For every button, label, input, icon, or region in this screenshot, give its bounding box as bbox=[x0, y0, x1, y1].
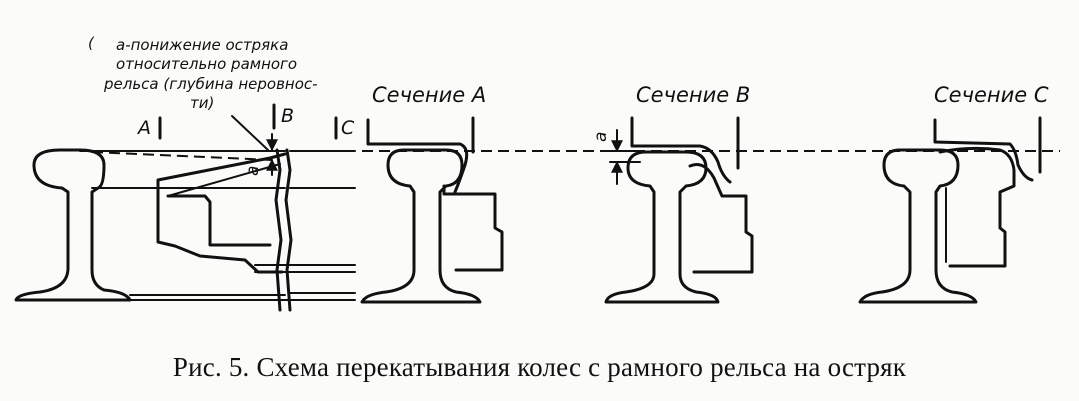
section-a-stock-rail bbox=[360, 148, 482, 304]
section-b-depth-label: а bbox=[591, 132, 611, 142]
section-c-stock-rail bbox=[858, 148, 978, 304]
section-a-wheel bbox=[366, 118, 469, 194]
switch-rail-outline bbox=[156, 152, 287, 274]
annotation-line-1: а-понижение остряка bbox=[116, 36, 288, 54]
section-marker-b: В bbox=[281, 105, 294, 127]
section-b-stock-rail bbox=[604, 150, 720, 304]
depth-label: а bbox=[243, 166, 263, 176]
break-line-left bbox=[274, 148, 283, 312]
section-marker-c: С bbox=[341, 117, 355, 139]
annotation-line-4: ти) bbox=[190, 94, 214, 112]
side-view: а А В С ( а-понижение остряка относитель… bbox=[14, 34, 356, 312]
annotation-line-3: рельса (глубина неровнос- bbox=[103, 75, 318, 93]
break-line-right bbox=[284, 148, 293, 312]
section-b-switch-rail bbox=[688, 163, 754, 274]
section-b: Сечение В а bbox=[591, 83, 754, 304]
section-b-wheel bbox=[630, 116, 732, 184]
figure-caption: Рис. 5. Схема перекатывания колес с рамн… bbox=[172, 352, 907, 382]
annotation-leader bbox=[231, 115, 269, 151]
switch-rail-web bbox=[166, 194, 272, 247]
section-marker-a: А bbox=[136, 117, 151, 139]
section-a: Сечение А bbox=[360, 83, 504, 304]
section-c: Сечение С bbox=[858, 83, 1049, 304]
stock-rail-level-dashed bbox=[91, 151, 273, 161]
annotation-line-2: относительно рамного bbox=[116, 55, 297, 73]
section-c-title: Сечение С bbox=[934, 83, 1049, 107]
section-a-title: Сечение А bbox=[372, 83, 486, 107]
section-c-wheel bbox=[933, 118, 1034, 182]
section-c-switch-rail bbox=[938, 146, 1016, 268]
switch-rail-top-inner bbox=[167, 163, 281, 197]
section-b-title: Сечение В bbox=[636, 83, 750, 107]
annotation-mark: ( bbox=[88, 34, 95, 52]
stock-rail-profile bbox=[14, 148, 132, 302]
section-a-switch-rail bbox=[442, 184, 504, 272]
